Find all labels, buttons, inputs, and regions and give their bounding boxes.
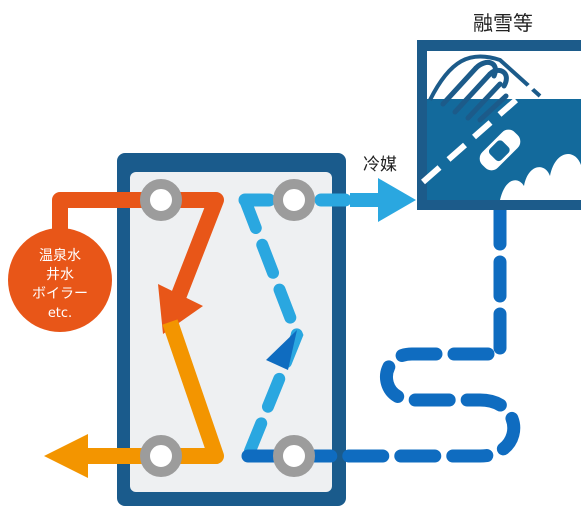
warm-outflow-line bbox=[88, 319, 224, 464]
internal-cool-dashed-line bbox=[239, 194, 304, 462]
port-bottom-left bbox=[140, 435, 182, 477]
port-bottom-right bbox=[273, 435, 315, 477]
warm-outflow-arrowhead bbox=[44, 434, 88, 478]
port-top-left bbox=[140, 179, 182, 221]
heat-source-label-line-4: etc. bbox=[48, 306, 72, 321]
port-top-right bbox=[273, 179, 315, 221]
hot-flow-arrowhead bbox=[158, 284, 203, 334]
return-dashed-line bbox=[241, 203, 521, 463]
internal-flow-arrowhead bbox=[266, 330, 297, 370]
heat-source-label-line-2: 井水 bbox=[46, 267, 74, 283]
hot-inflow-line bbox=[52, 192, 224, 321]
heat-source-label-line-1: 温泉水 bbox=[39, 247, 81, 264]
car-icon bbox=[477, 127, 523, 173]
heat-exchanger-plate bbox=[130, 172, 332, 492]
snow-melting-label: 融雪等 bbox=[473, 11, 533, 35]
snow-pile bbox=[500, 154, 581, 200]
heat-source-circle bbox=[8, 228, 112, 332]
hand-outline bbox=[428, 54, 542, 101]
refrigerant-label: 冷媒 bbox=[363, 155, 397, 175]
coolant-flow-arrowhead bbox=[378, 178, 416, 222]
hand-icon bbox=[440, 59, 509, 123]
heat-source-label-line-3: ボイラー bbox=[32, 286, 88, 302]
